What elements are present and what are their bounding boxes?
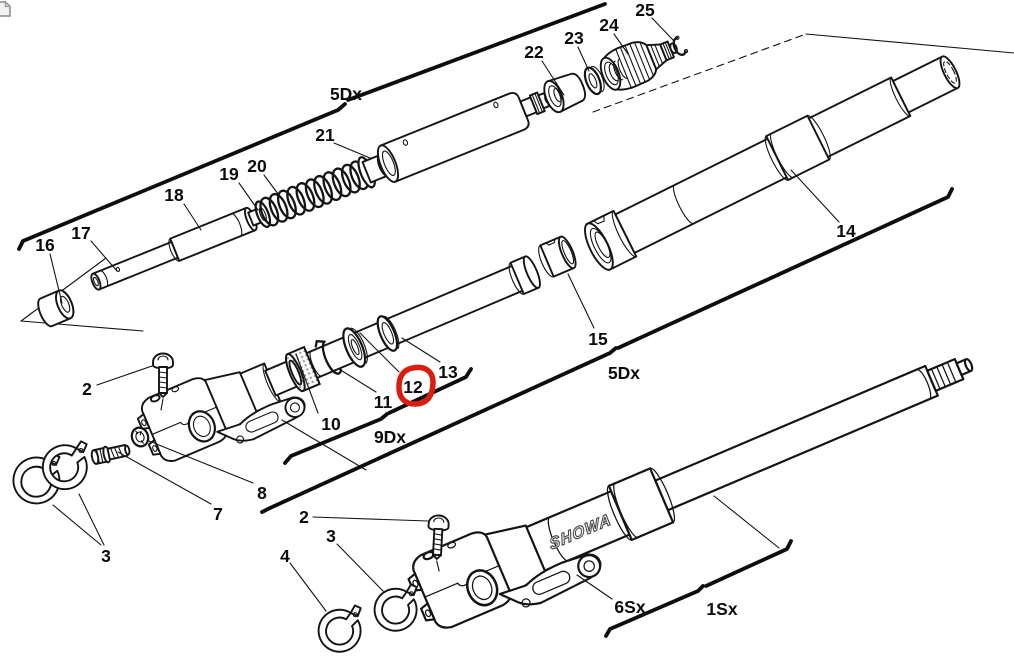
part-23-washer — [583, 66, 605, 96]
part-label-17: 17 — [71, 223, 90, 243]
highlight-circle-part-12 — [396, 364, 436, 407]
bottom-tube-collar — [606, 467, 676, 542]
group-label-5dx-top: 5Dx — [330, 84, 362, 104]
part-label-23: 23 — [564, 28, 584, 48]
part-12-oil-seal — [342, 327, 368, 368]
part-label-19: 19 — [219, 164, 239, 184]
group-label-9dx: 9Dx — [374, 427, 406, 447]
leader-lines — [49, 17, 840, 612]
part-label-6sx: 6Sx — [614, 597, 645, 617]
group-bracket-5dx-top — [17, 2, 607, 251]
part-17-damper-rod — [90, 240, 179, 291]
outer-tube-collar — [764, 114, 831, 181]
tube-stop-collar — [508, 255, 541, 295]
part-label-13: 13 — [438, 362, 458, 382]
part-7-bleed-screw — [90, 444, 131, 465]
part-20-rebound-spring — [259, 160, 370, 227]
damper-rod-assembly — [90, 35, 689, 291]
part-label-20: 20 — [247, 156, 267, 176]
part-16-bushing-cup — [37, 289, 75, 328]
part-4-clamp-ring — [317, 604, 362, 653]
part-24-compression-valve — [599, 40, 678, 91]
group-bracket-1sx — [604, 539, 793, 638]
part-3-clamp-ring-a — [12, 453, 61, 505]
part-label-2-bottom: 2 — [299, 507, 309, 527]
part-label-21: 21 — [315, 125, 335, 145]
part-label-14: 14 — [836, 221, 856, 241]
part-2-bolt-left — [152, 352, 174, 411]
group-label-5dx-right: 5Dx — [608, 363, 640, 383]
part-label-4: 4 — [280, 546, 290, 566]
part-3-clamp-ring-b — [41, 440, 88, 491]
bottom-tube-threaded-tip — [916, 357, 974, 400]
part-label-11: 11 — [374, 392, 393, 412]
part-label-15: 15 — [588, 329, 608, 349]
part-label-12-highlighted: 12 — [403, 377, 423, 397]
bottom-fork-leg-assembly: SHOWA — [400, 357, 974, 649]
part-15-slide-bushing — [538, 235, 577, 278]
part-3-clamp-ring-c — [373, 583, 418, 632]
part-10-dust-seal — [285, 345, 322, 393]
part-11-retaining-clip — [314, 339, 343, 375]
part-label-7: 7 — [213, 504, 223, 524]
part-label-18: 18 — [164, 185, 184, 205]
part-14-outer-tube — [584, 55, 961, 271]
part-label-2-left: 2 — [82, 379, 92, 399]
part-label-25: 25 — [635, 0, 655, 20]
part-label-8: 8 — [257, 483, 267, 503]
part-label-3-left: 3 — [101, 546, 111, 566]
group-bracket-5dx-right — [260, 187, 954, 514]
damper-cylinder — [376, 91, 555, 183]
part-label-10: 10 — [321, 414, 341, 434]
page-icon — [0, 1, 11, 17]
part-8-washer — [130, 426, 150, 448]
part-label-3-bottom: 3 — [326, 526, 336, 546]
part-label-16: 16 — [35, 235, 55, 255]
outer-tube-mouth — [584, 209, 638, 271]
part-label-24: 24 — [599, 15, 619, 35]
part-18-damper-body — [168, 206, 263, 262]
part-22-top-bushing — [543, 72, 587, 114]
part-25-circlip — [672, 35, 689, 56]
middle-fork-leg-assembly — [130, 255, 541, 479]
part-2-bolt-bottom — [425, 514, 451, 572]
group-label-1sx: 1Sx — [706, 599, 737, 619]
part-label-22: 22 — [524, 42, 544, 62]
part-13-seal-spacer — [376, 315, 400, 352]
construction-lines — [20, 33, 1014, 332]
